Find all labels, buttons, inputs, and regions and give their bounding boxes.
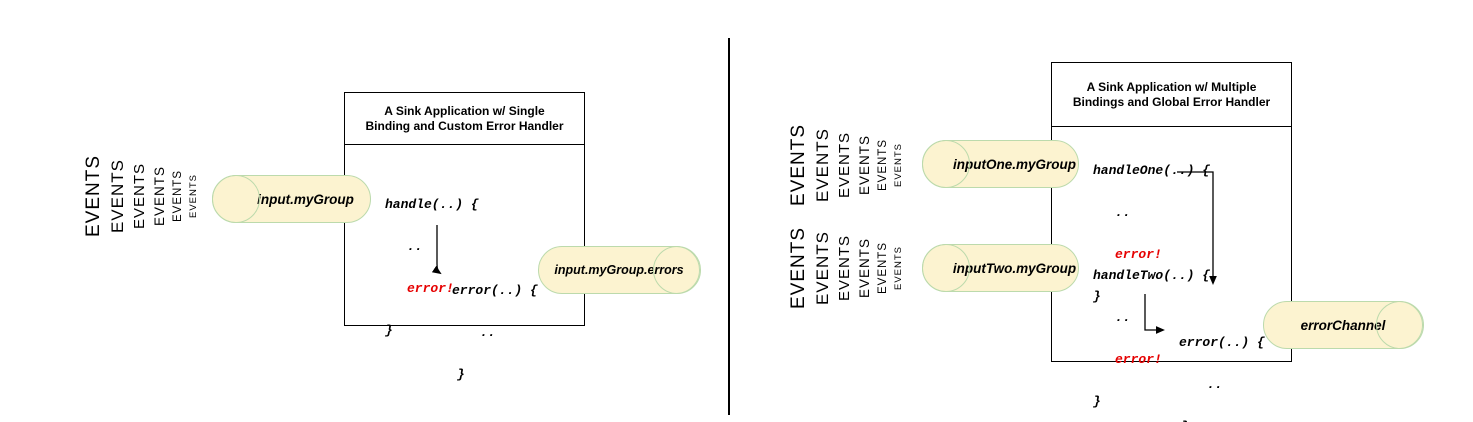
left-handler-code: handle(..) { .. error! } <box>385 170 479 366</box>
code-line: .. <box>407 239 423 254</box>
code-line: } <box>1179 420 1265 422</box>
errorchannel-pill: errorChannel <box>1263 300 1424 349</box>
events-label: EVENTS <box>788 123 809 207</box>
code-line-error: error! <box>1115 247 1162 262</box>
code-line: handle(..) { <box>385 197 479 212</box>
events-label: EVENTS <box>107 158 127 234</box>
right-box-title: A Sink Application w/ Multiple Bindings … <box>1052 63 1291 127</box>
events-label: EVENTS <box>892 245 904 290</box>
inputone-mygroup-channel-pill: inputOne.myGroup <box>921 139 1079 188</box>
right-handler-one-code: handleOne(..) { .. error! } <box>1093 136 1210 332</box>
pill-label: input.myGroup.errors <box>554 263 684 277</box>
box-title-line1: A Sink Application w/ Multiple <box>1086 79 1257 94</box>
right-events-stream-top: EVENTS EVENTS EVENTS EVENTS EVENTS EVENT… <box>788 121 904 209</box>
code-line: error(..) { <box>1179 335 1265 350</box>
code-line: .. <box>480 325 496 340</box>
code-line: } <box>1093 289 1101 304</box>
events-label: EVENTS <box>856 134 872 195</box>
panel-divider <box>728 38 730 415</box>
code-line: } <box>457 367 465 382</box>
code-line: handleOne(..) { <box>1093 163 1211 178</box>
code-line-error: error! <box>1115 352 1162 367</box>
right-sink-application-box: A Sink Application w/ Multiple Bindings … <box>1051 62 1292 362</box>
code-line: .. <box>1115 310 1131 325</box>
box-title-line2: Bindings and Global Error Handler <box>1072 94 1271 109</box>
events-label: EVENTS <box>835 131 853 198</box>
events-label: EVENTS <box>856 237 872 298</box>
events-label: EVENTS <box>788 226 809 310</box>
pill-label: errorChannel <box>1300 317 1386 333</box>
inputtwo-mygroup-channel-pill: inputTwo.myGroup <box>921 243 1079 292</box>
events-label: EVENTS <box>130 162 148 229</box>
events-label: EVENTS <box>812 230 832 306</box>
right-handler-two-code: handleTwo(..) { .. error! } <box>1093 241 1210 422</box>
events-label: EVENTS <box>876 241 889 294</box>
code-line: .. <box>1207 377 1223 392</box>
events-label: EVENTS <box>83 154 104 238</box>
box-title-line1: A Sink Application w/ Single <box>384 103 545 118</box>
input-mygroup-channel-pill: input.myGroup <box>211 174 371 223</box>
left-events-stream: EVENTS EVENTS EVENTS EVENTS EVENTS EVENT… <box>83 152 199 240</box>
code-line-error: error! <box>407 281 454 296</box>
events-label: EVENTS <box>812 127 832 203</box>
input-mygroup-errors-channel-pill: input.myGroup.errors <box>538 245 701 294</box>
events-label: EVENTS <box>892 142 904 187</box>
pill-label: inputOne.myGroup <box>953 156 1076 172</box>
code-line: } <box>385 323 393 338</box>
code-line: .. <box>1115 205 1131 220</box>
pill-label: inputTwo.myGroup <box>952 260 1077 276</box>
box-title-line2: Binding and Custom Error Handler <box>365 118 564 133</box>
events-label: EVENTS <box>876 138 889 191</box>
events-label: EVENTS <box>151 165 167 226</box>
left-error-handler-code: error(..) { .. } <box>452 256 538 410</box>
events-label: EVENTS <box>187 173 199 218</box>
right-error-handler-code: error(..) { .. } <box>1179 308 1265 422</box>
left-box-title: A Sink Application w/ Single Binding and… <box>345 93 584 145</box>
code-line: handleTwo(..) { <box>1093 268 1211 283</box>
code-line: error(..) { <box>452 283 538 298</box>
right-events-stream-bottom: EVENTS EVENTS EVENTS EVENTS EVENTS EVENT… <box>788 224 904 312</box>
left-sink-application-box: A Sink Application w/ Single Binding and… <box>344 92 585 326</box>
events-label: EVENTS <box>171 169 184 222</box>
code-line: } <box>1093 394 1101 409</box>
pill-label: input.myGroup <box>257 191 354 207</box>
events-label: EVENTS <box>835 234 853 301</box>
